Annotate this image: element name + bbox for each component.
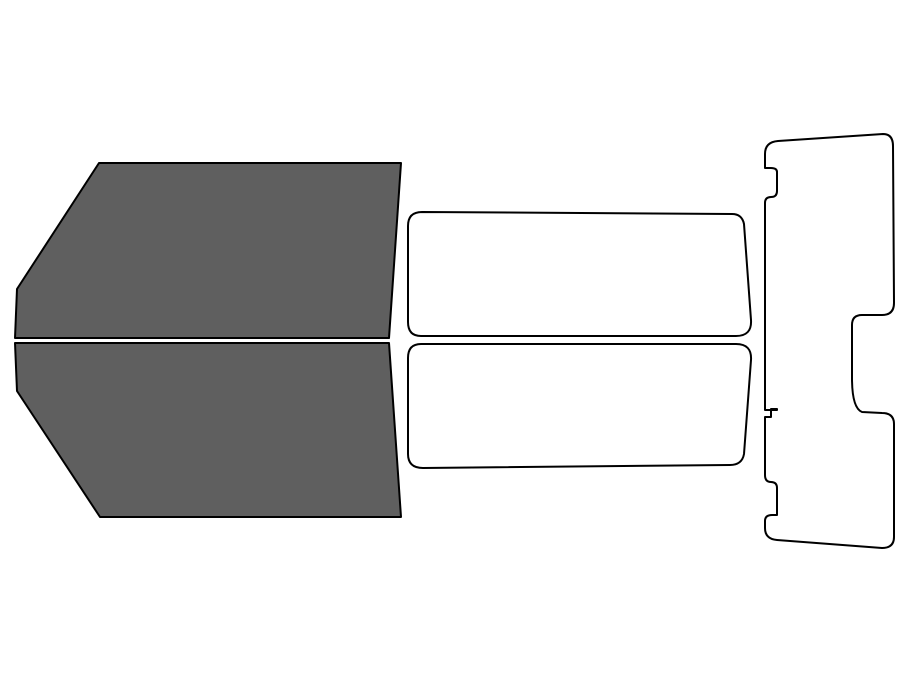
front-right-door-window [14,342,402,518]
rear-left-side-window [407,211,753,337]
rear-window [764,133,895,549]
rear-right-side-window [407,343,753,469]
front-left-door-window [14,162,402,339]
